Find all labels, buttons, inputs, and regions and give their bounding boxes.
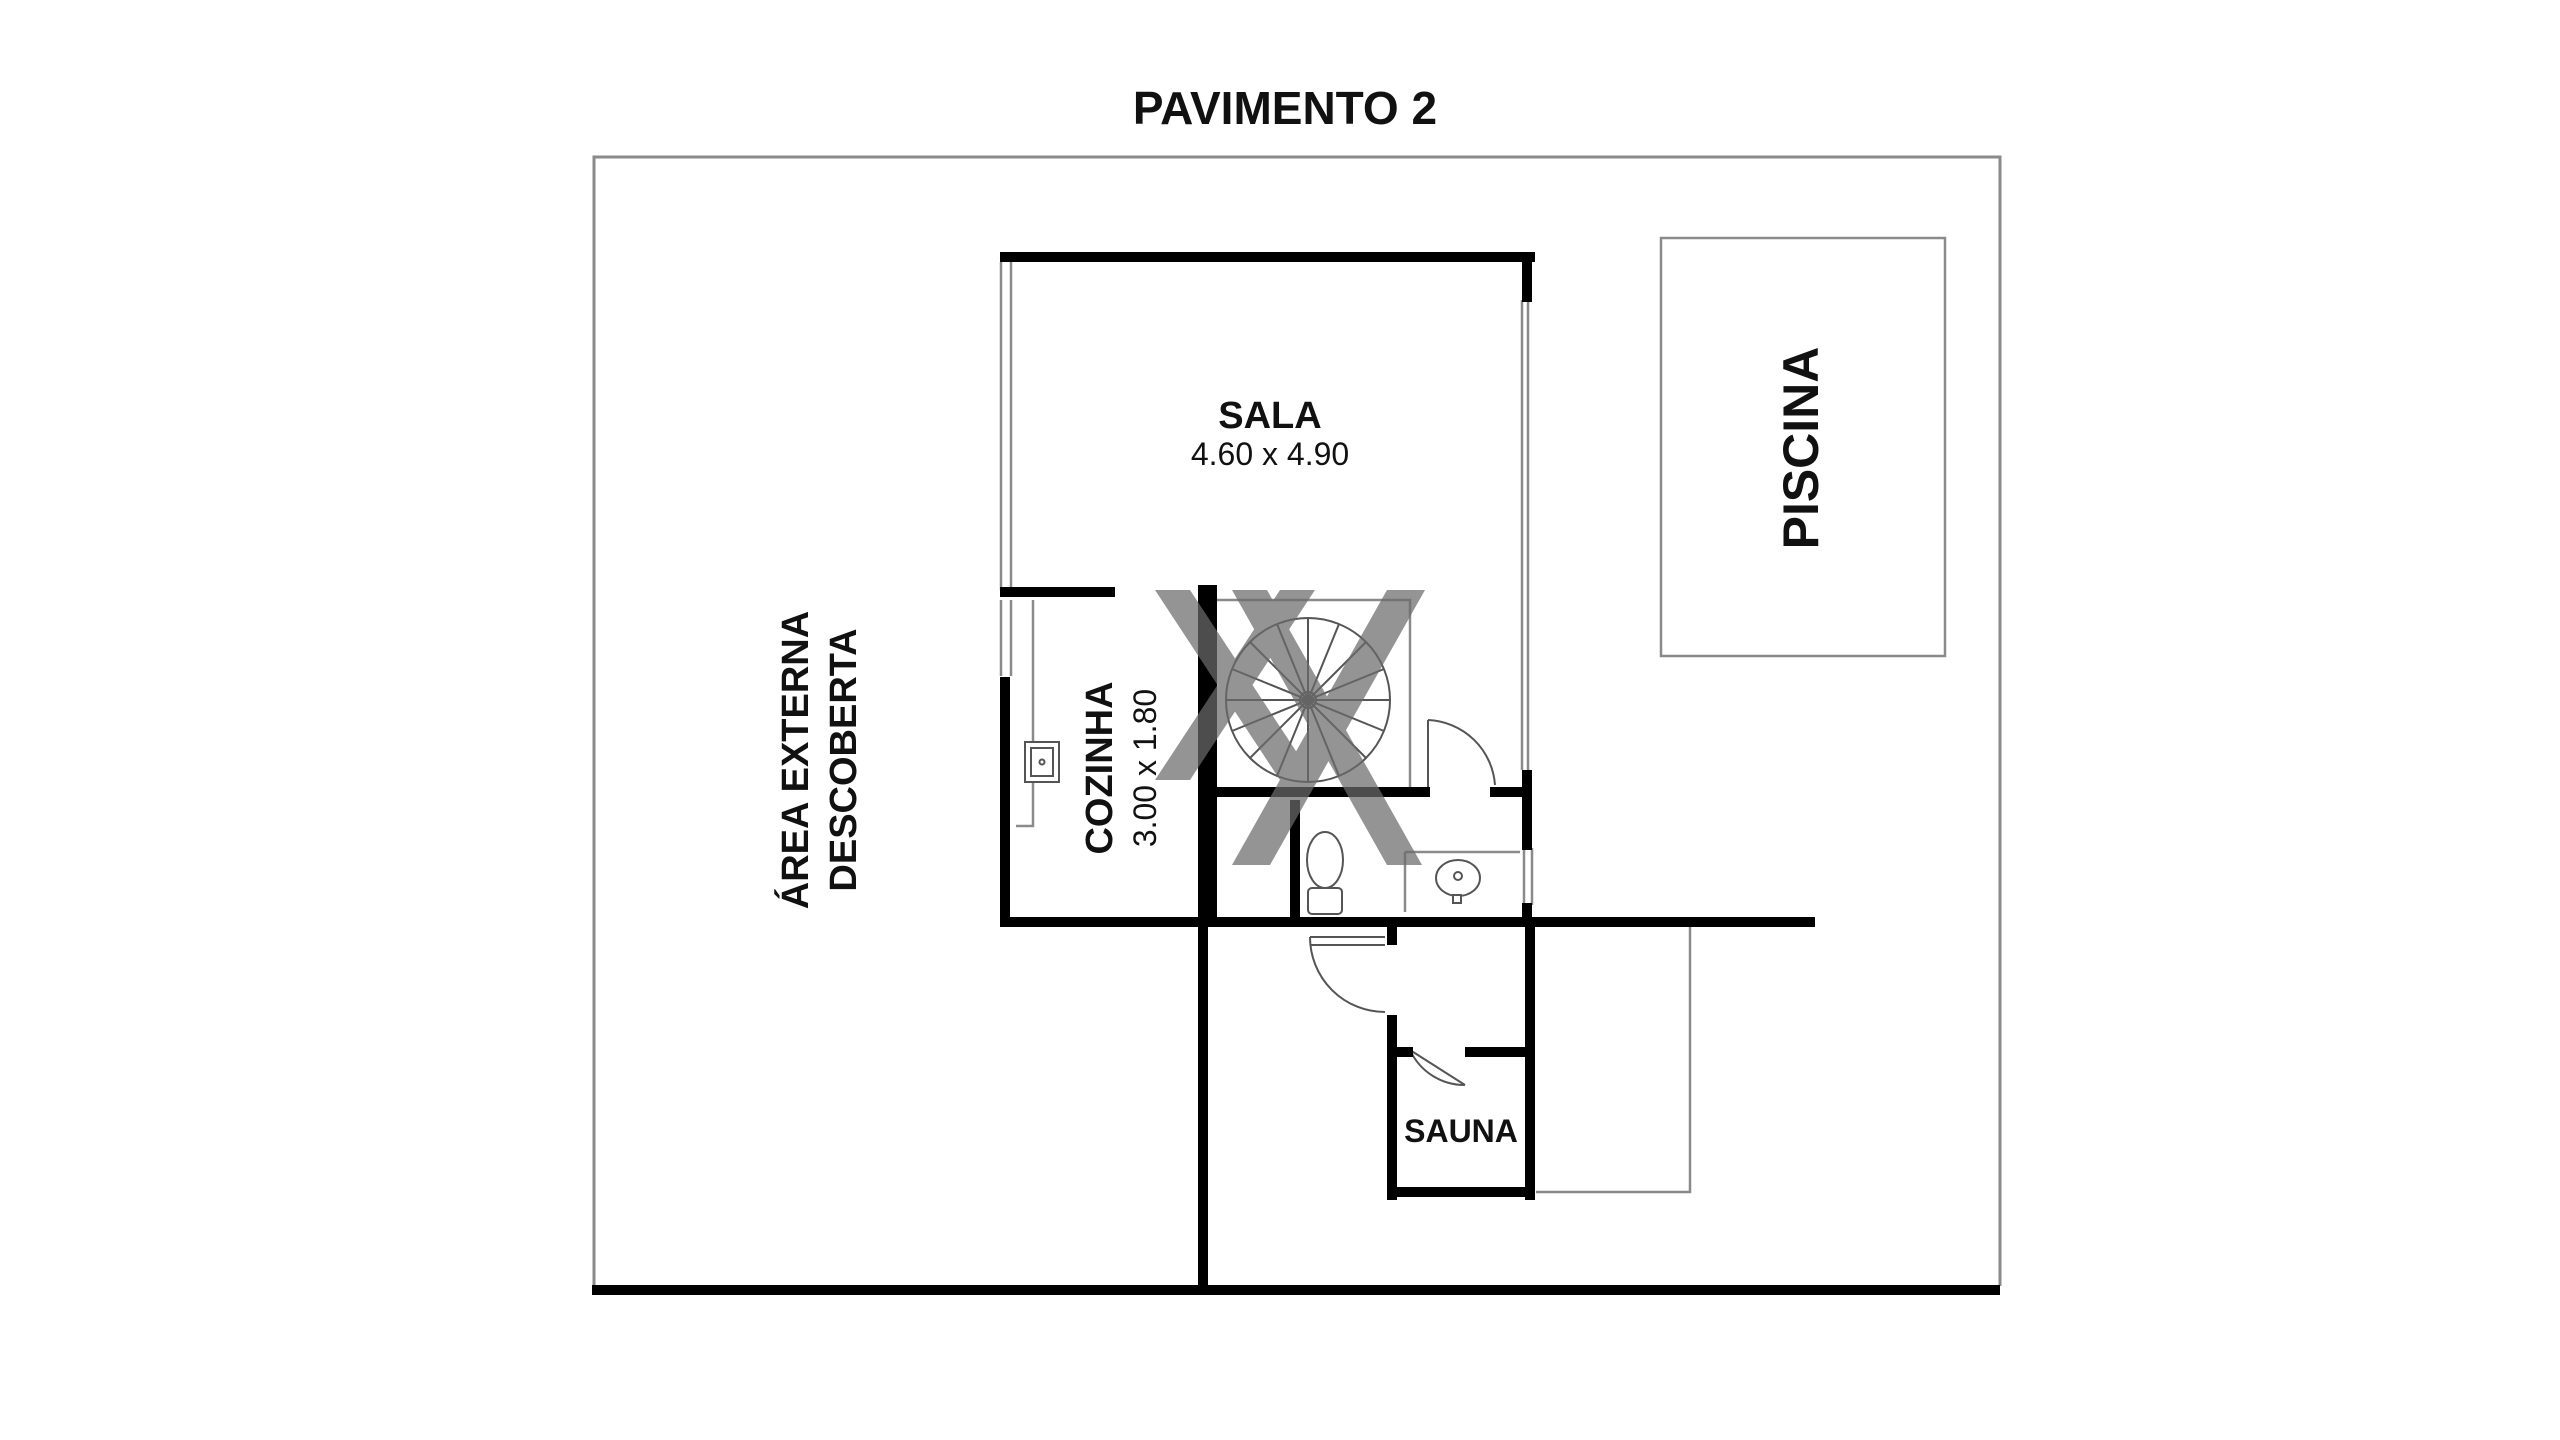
kitchen-sink-icon [1024,741,1060,783]
pool-outline [1659,236,1947,658]
site-boundary [592,155,2002,1286]
room-name-sala: SALA [1218,395,1321,437]
x-logo-watermark-icon [1155,590,1425,865]
plan-title: PAVIMENTO 2 [1133,82,1437,134]
toilet-icon [1306,831,1344,915]
door-swings [1309,719,1496,1087]
sink-icon [1435,859,1481,904]
room-dims-sala: 4.60 x 4.90 [1191,436,1349,472]
thin-lines [999,262,1692,1194]
room-name-piscina: PISCINA [1773,347,1829,550]
room-name-cozinha: COZINHA [1079,681,1121,854]
area-externa-line1: ÁREA EXTERNA [773,611,817,909]
room-name-sauna: SAUNA [1404,1113,1518,1149]
area-externa-line2: DESCOBERTA [823,628,865,891]
room-dims-cozinha: 3.00 x 1.80 [1127,689,1163,847]
